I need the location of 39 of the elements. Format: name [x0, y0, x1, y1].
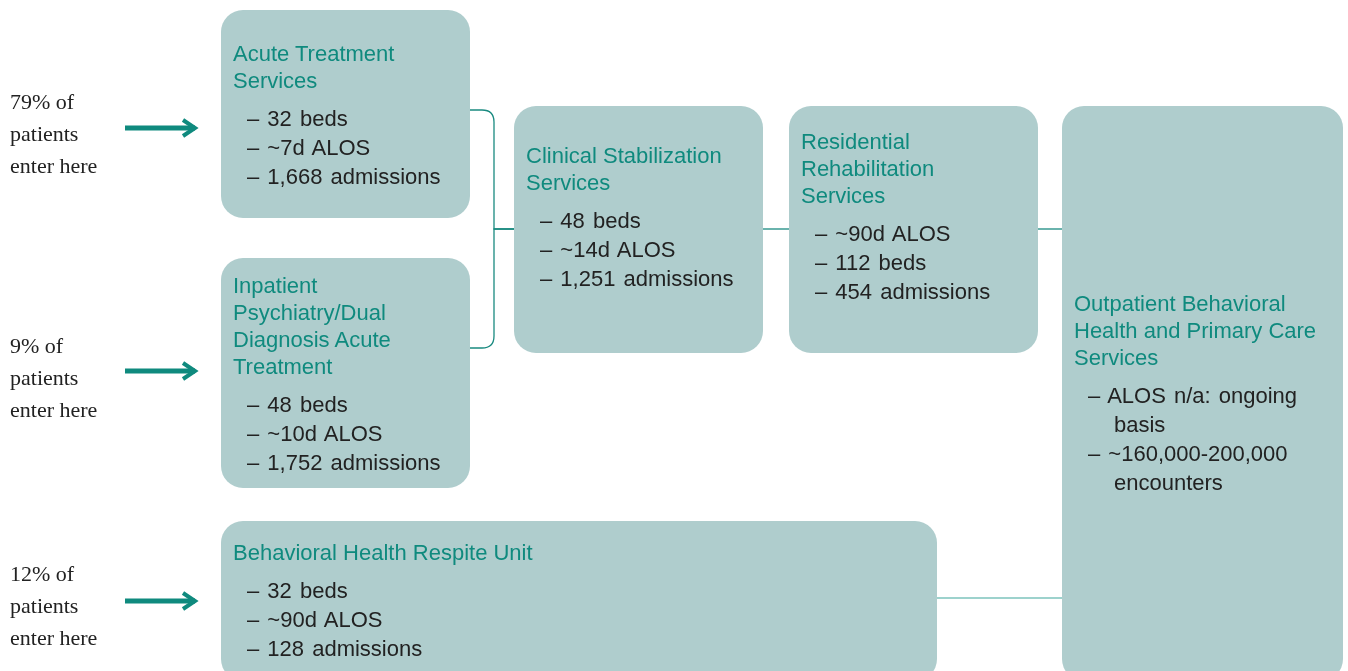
service-detail: – ~14d ALOS — [539, 236, 677, 264]
service-box — [789, 106, 1038, 353]
service-detail: – 454 admissions — [814, 278, 992, 306]
connector-line — [936, 597, 1063, 599]
service-box — [1062, 106, 1343, 671]
arrow — [125, 591, 197, 611]
service-detail: – 48 beds — [246, 391, 349, 419]
entry-note: 9% of patients enter here — [10, 332, 99, 424]
entry-note: 12% of patients enter here — [10, 560, 99, 652]
service-detail: – 128 admissions — [246, 635, 424, 663]
connector-line — [1037, 228, 1063, 230]
service-detail: – ~90d ALOS — [814, 220, 952, 248]
service-title: Residential Rehabilitation Services — [801, 128, 936, 209]
service-detail: – ~160,000-200,000 encounters — [1087, 440, 1289, 497]
service-title: Inpatient Psychiatry/Dual Diagnosis Acute Treatment — [233, 272, 392, 380]
service-detail: – ~7d ALOS — [246, 134, 372, 162]
service-title: Clinical Stabilization Services — [526, 142, 723, 196]
service-detail: – 32 beds — [246, 577, 349, 605]
service-box — [221, 258, 470, 488]
service-detail: – ~90d ALOS — [246, 606, 384, 634]
service-detail: – 48 beds — [539, 207, 642, 235]
service-box — [221, 10, 470, 218]
arrow — [125, 361, 197, 381]
connector-line — [762, 228, 790, 230]
service-title: Behavioral Health Respite Unit — [233, 539, 534, 566]
connector-line — [469, 228, 515, 349]
service-detail: – 1,752 admissions — [246, 449, 442, 477]
arrow — [125, 118, 197, 138]
service-detail: – ALOS n/a: ongoing basis — [1087, 382, 1299, 439]
service-title: Outpatient Behavioral Health and Primary Care Services — [1074, 290, 1318, 371]
service-title: Acute Treatment Services — [233, 40, 396, 94]
entry-note: 79% of patients enter here — [10, 88, 99, 180]
service-detail: – 32 beds — [246, 105, 349, 133]
service-detail: – 1,251 admissions — [539, 265, 735, 293]
service-detail: – 1,668 admissions — [246, 163, 442, 191]
service-detail: – ~10d ALOS — [246, 420, 384, 448]
service-box — [221, 521, 937, 671]
service-box — [514, 106, 763, 353]
service-detail: – 112 beds — [814, 249, 928, 277]
